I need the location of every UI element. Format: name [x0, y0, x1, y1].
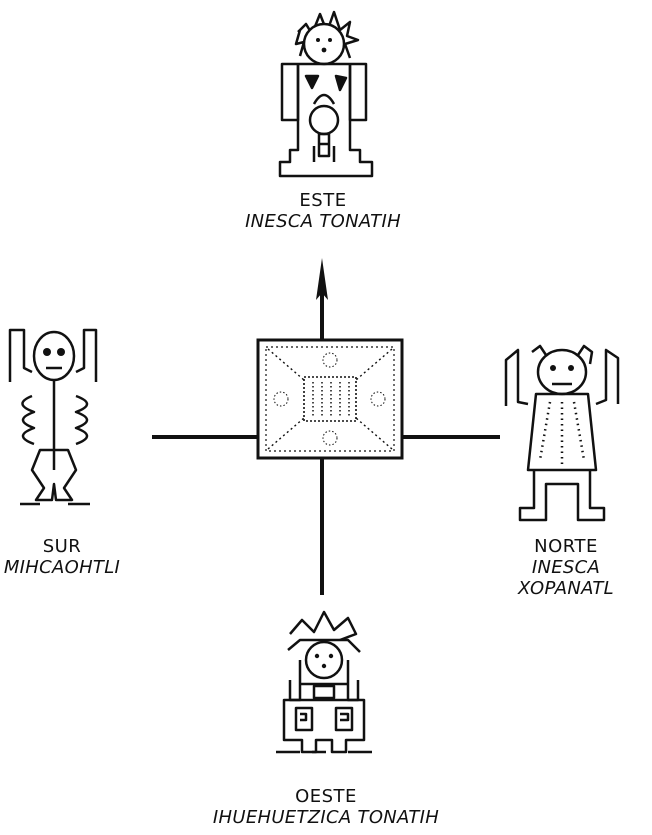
east-figure-icon: [278, 10, 374, 178]
label-north: NORTE INESCA XOPANATL: [484, 536, 648, 600]
south-figure-icon: [8, 328, 98, 506]
deity-name-south: MIHCAOHTLI: [3, 557, 121, 579]
label-west: OESTE IHUEHUETZICA TONATIH: [206, 786, 446, 828]
central-square: [256, 338, 404, 460]
deity-name-east: INESCA TONATIH: [245, 211, 401, 233]
direction-name-west: OESTE: [295, 786, 357, 807]
label-south: SUR MIHCAOHTLI: [2, 536, 122, 578]
arrowhead-icon: [316, 258, 328, 300]
deity-name-west: IHUEHUETZICA TONATIH: [212, 807, 440, 829]
west-figure-icon: [276, 610, 372, 754]
north-figure-icon: [504, 344, 620, 522]
label-east: ESTE INESCA TONATIH: [242, 190, 404, 232]
deity-name-north: INESCA XOPANATL: [517, 557, 615, 600]
direction-name-east: ESTE: [299, 190, 347, 211]
direction-name-south: SUR: [42, 536, 82, 557]
axis-lines: [152, 283, 500, 595]
direction-name-north: NORTE: [534, 536, 598, 557]
